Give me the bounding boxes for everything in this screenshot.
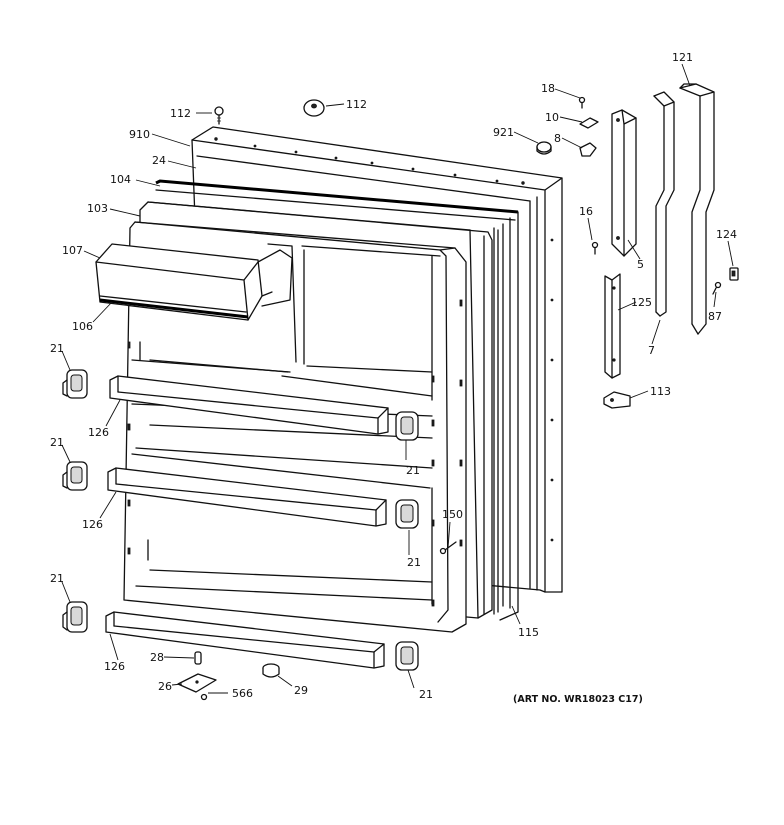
door-shelf-middle <box>107 467 387 527</box>
hinge-bracket-5 <box>611 109 637 257</box>
label-107: 107 <box>62 244 83 257</box>
screw-112-left <box>214 106 224 125</box>
art-number: (ART NO. WR18023 C17) <box>513 694 643 705</box>
leader-lines <box>61 63 734 694</box>
label-24: 24 <box>152 154 166 167</box>
label-126-top: 126 <box>88 426 109 439</box>
label-87: 87 <box>708 310 722 323</box>
label-115: 115 <box>518 626 539 639</box>
label-7: 7 <box>648 344 655 357</box>
hinge-pin-10 <box>579 117 599 129</box>
label-28: 28 <box>150 651 164 664</box>
handle-121 <box>679 83 715 335</box>
label-26: 26 <box>158 680 172 693</box>
handle-7 <box>653 91 675 317</box>
label-16: 16 <box>579 205 593 218</box>
label-21-right-3: 21 <box>419 688 433 701</box>
screw-566 <box>200 693 208 701</box>
bushing-29 <box>262 663 280 678</box>
label-8: 8 <box>554 132 561 145</box>
label-21-right-1: 21 <box>406 464 420 477</box>
shelf-end-cap-right-1 <box>395 411 419 441</box>
label-121: 121 <box>672 51 693 64</box>
screw-16 <box>591 241 599 255</box>
screw-18 <box>578 96 586 109</box>
screw-150 <box>439 541 457 555</box>
label-124: 124 <box>716 228 737 241</box>
shelf-end-cap-left-2 <box>62 461 88 491</box>
label-21-left-1: 21 <box>50 342 64 355</box>
label-10: 10 <box>545 111 559 124</box>
label-113: 113 <box>650 385 671 398</box>
clip-124 <box>729 267 739 281</box>
shelf-end-cap-right-2 <box>395 499 419 529</box>
label-106: 106 <box>72 320 93 333</box>
label-126-bottom: 126 <box>104 660 125 673</box>
label-112-right: 112 <box>346 98 367 111</box>
shelf-end-cap-left-3 <box>62 601 88 633</box>
door-gasket <box>155 179 519 621</box>
label-125: 125 <box>631 296 652 309</box>
shelf-end-cap-left-1 <box>62 369 88 399</box>
end-cap-113 <box>603 391 631 409</box>
label-921: 921 <box>493 126 514 139</box>
bracket-28 <box>194 651 202 665</box>
label-910: 910 <box>129 128 150 141</box>
breaker-strip <box>493 227 499 615</box>
handle-insert-125 <box>604 273 621 379</box>
door-shelf-top <box>109 375 389 435</box>
label-126-middle: 126 <box>82 518 103 531</box>
plug-button-112 <box>303 99 325 117</box>
label-104: 104 <box>110 173 131 186</box>
hinge-plate-26 <box>177 673 217 693</box>
dairy-compartment-door <box>95 243 293 321</box>
label-21-right-2: 21 <box>407 556 421 569</box>
label-103: 103 <box>87 202 108 215</box>
label-5: 5 <box>637 258 644 271</box>
label-566: 566 <box>232 687 253 700</box>
screw-87 <box>712 281 722 295</box>
label-150: 150 <box>442 508 463 521</box>
shelf-end-cap-right-3 <box>395 641 419 671</box>
door-shelf-bottom <box>105 611 385 669</box>
bushing-8 <box>579 142 597 157</box>
label-18: 18 <box>541 82 555 95</box>
label-21-left-3: 21 <box>50 572 64 585</box>
label-112-left: 112 <box>170 107 191 120</box>
part-labels: 112 112 910 24 104 103 107 106 21 126 21… <box>50 51 737 705</box>
label-29: 29 <box>294 684 308 697</box>
label-21-left-2: 21 <box>50 436 64 449</box>
cap-921 <box>536 141 552 155</box>
